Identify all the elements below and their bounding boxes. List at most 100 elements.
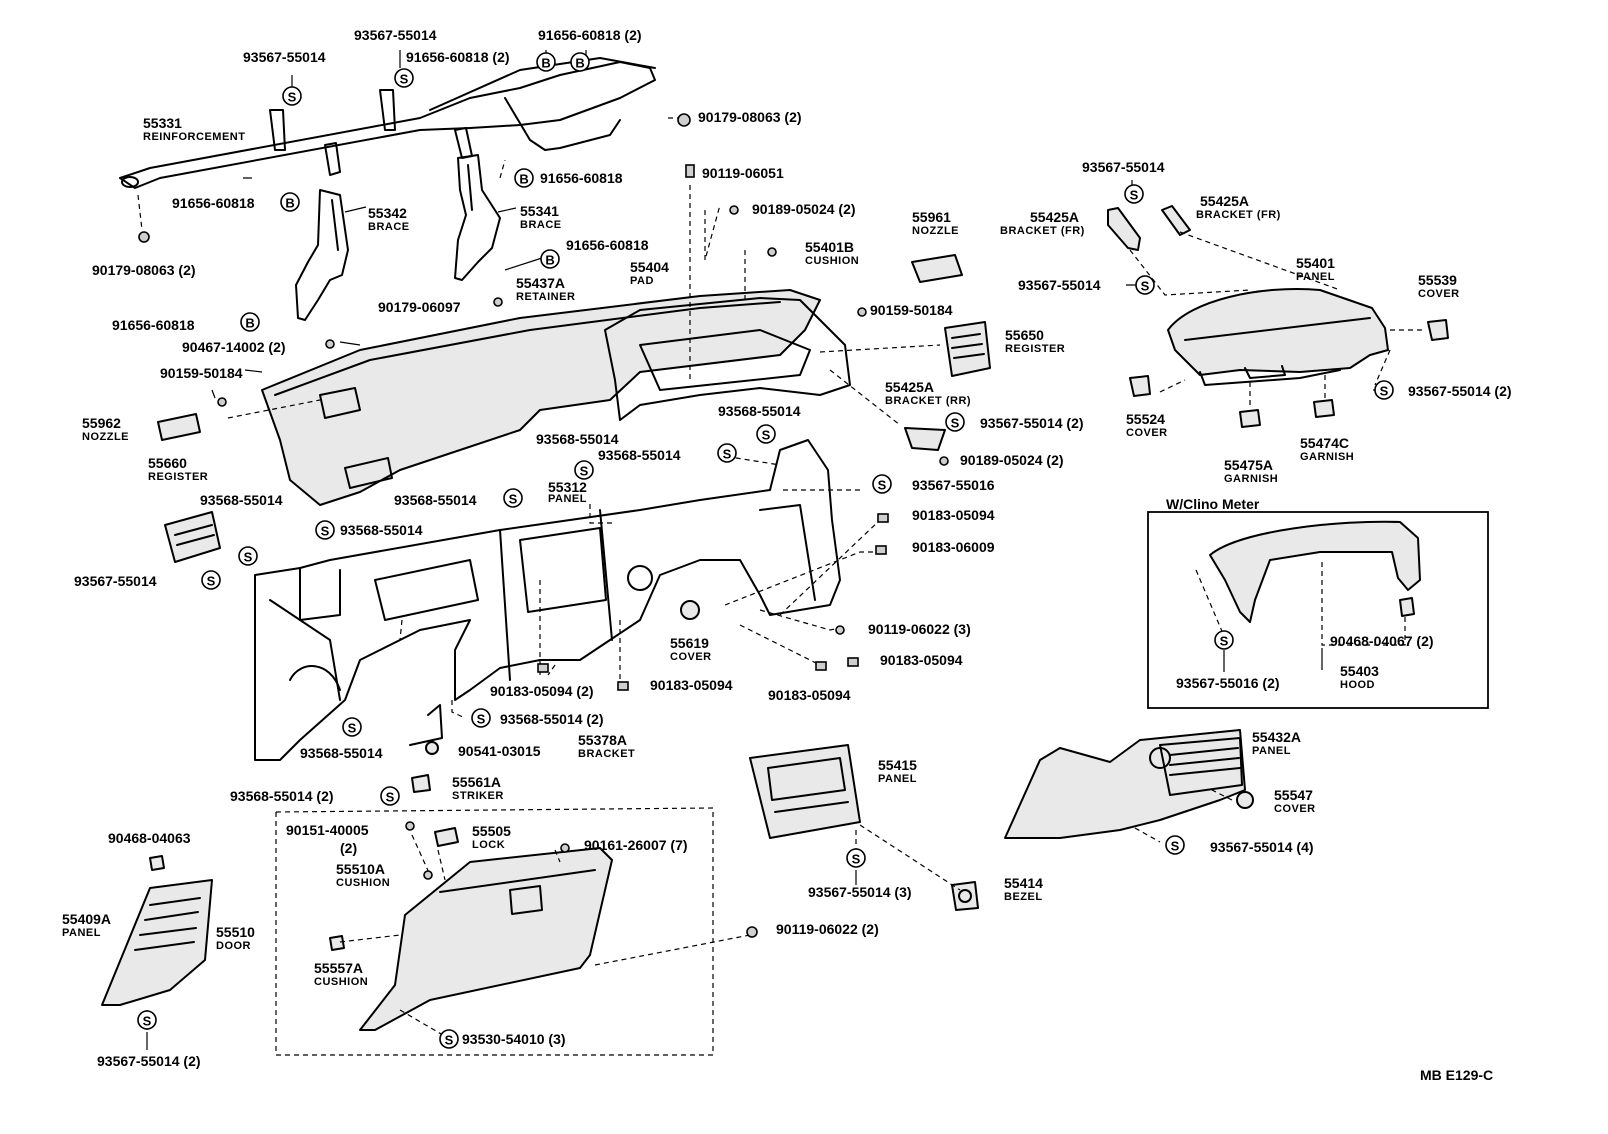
part-name-label: GARNISH: [1300, 451, 1354, 463]
panel-55401-drawing: [1167, 288, 1389, 386]
part-number-label: 90467-14002 (2): [182, 339, 286, 355]
part-number-label: 90119-06022 (3): [868, 621, 971, 637]
part-number-label: 93567-55016: [912, 477, 995, 493]
part-number-label: 55619: [670, 635, 709, 651]
striker-55561a-drawing: [411, 774, 431, 793]
part-number-label: 90159-50184: [870, 302, 953, 318]
bracket-55425a-fr-left-drawing: [1107, 207, 1141, 251]
part-name-label: REGISTER: [1005, 343, 1065, 355]
part-number-label: 55425A: [1030, 209, 1079, 225]
s-symbol: [1214, 630, 1234, 650]
part-number-label: 55401B: [805, 239, 854, 255]
fastener-glyphs: [138, 113, 949, 938]
part-number-label: 93568-55014: [340, 522, 423, 538]
part-name-label: PANEL: [1252, 745, 1291, 757]
bracket-55425a-fr-right-drawing: [1161, 205, 1191, 236]
part-number-label: 93568-55014: [598, 447, 681, 463]
part-number-label: 55561A: [452, 774, 501, 790]
register-55650-drawing: [944, 321, 991, 377]
part-number-label: 55342: [368, 205, 407, 221]
part-number-label: 55557A: [314, 960, 363, 976]
part-number-label: 93567-55014: [74, 573, 157, 589]
door-55510-drawing: [359, 847, 613, 1031]
part-number-label: 90468-04067 (2): [1330, 633, 1434, 649]
part-number-label: 55425A: [1200, 193, 1249, 209]
part-name-label: LOCK: [472, 839, 505, 851]
part-name-label: NOZZLE: [82, 431, 129, 443]
part-number-label: 93567-55014: [1082, 159, 1165, 175]
cover-55619-drawing: [680, 600, 700, 620]
part-name-label: REINFORCEMENT: [143, 131, 245, 143]
meter-opening-frame-drawing: [604, 297, 851, 421]
s-symbol: [439, 1029, 459, 1049]
part-number-label: 93568-55014 (2): [230, 788, 334, 804]
panel-55415-drawing: [749, 744, 861, 839]
part-name-label: CUSHION: [336, 877, 390, 889]
part-name-label: BRACKET: [578, 748, 635, 760]
part-number-label: 90541-03015: [458, 743, 541, 759]
part-name-label: PANEL: [1296, 271, 1335, 283]
part-number-label: 93567-55014 (2): [97, 1053, 201, 1069]
b-symbol: [570, 52, 590, 72]
s-symbol: [342, 717, 362, 737]
part-number-label: 90161-26007 (7): [584, 837, 688, 853]
part-number-label: 90151-40005: [286, 822, 369, 838]
part-number-label: 93567-55014: [1018, 277, 1101, 293]
part-number-label: 55331: [143, 115, 182, 131]
part-name-label: GARNISH: [1224, 473, 1278, 485]
part-number-label: 90179-08063 (2): [92, 262, 196, 278]
part-number-label: 93568-55014: [536, 431, 619, 447]
part-number-label: 55341: [520, 203, 559, 219]
part-number-label: 55962: [82, 415, 121, 431]
s-symbol: [1374, 380, 1394, 400]
pad-55404-drawing: [261, 289, 821, 506]
clip-90468-04063-drawing: [149, 855, 165, 871]
part-number-label: 55403: [1340, 663, 1379, 679]
cushion-55557a-drawing: [329, 935, 345, 951]
part-number-label: 55650: [1005, 327, 1044, 343]
s-symbol: [282, 86, 302, 106]
part-number-label: 55510A: [336, 861, 385, 877]
part-number-label: 91656-60818 (2): [538, 27, 642, 43]
b-symbol: [514, 168, 534, 188]
part-name-label: PANEL: [878, 773, 917, 785]
cover-55547-drawing: [1236, 791, 1254, 809]
s-symbol: [846, 848, 866, 868]
s-symbol: [756, 424, 776, 444]
bracket-55425a-rr-drawing: [904, 427, 946, 451]
part-number-label: 55414: [1004, 875, 1043, 891]
part-name-label: BRACKET (FR): [1000, 225, 1085, 237]
part-number-label: 55475A: [1224, 457, 1273, 473]
part-number-label: 55660: [148, 455, 187, 471]
lock-55505-drawing: [434, 827, 459, 847]
s-symbol: [394, 68, 414, 88]
panel-55409a-drawing: [101, 879, 213, 1006]
part-labels: 93567-55014 93567-55014 91656-60818 (2) …: [62, 27, 1512, 1083]
part-number-label: 90119-06022 (2): [776, 921, 879, 937]
part-number-label: 91656-60818: [540, 170, 623, 186]
part-name-label: BRACKET (RR): [885, 395, 971, 407]
reinforcement-55331-drawing: [119, 57, 656, 189]
part-number-label: 91656-60818: [112, 317, 195, 333]
s-symbol: [1124, 184, 1144, 204]
part-name-label: PANEL: [548, 493, 587, 505]
part-number-label: 55524: [1126, 411, 1165, 427]
bracket-55378a-drawing: [409, 704, 443, 755]
s-symbol: [1135, 275, 1155, 295]
s-symbol: [201, 570, 221, 590]
part-number-label: 93568-55014: [300, 745, 383, 761]
part-number-label: 93568-55014: [200, 492, 283, 508]
part-number-label: 55312: [548, 479, 587, 495]
part-number-label: 93567-55014 (2): [980, 415, 1084, 431]
part-name-label: PAD: [630, 275, 654, 287]
part-name-label: COVER: [1274, 803, 1316, 815]
part-number-label: 93567-55014: [243, 49, 326, 65]
part-number-label: 55425A: [885, 379, 934, 395]
s-symbol: [238, 546, 258, 566]
part-name-label: REGISTER: [148, 471, 208, 483]
s-symbol: [717, 443, 737, 463]
part-number-label: 93567-55014: [354, 27, 437, 43]
part-number-label: 90179-08063 (2): [698, 109, 802, 125]
part-name-label: BRACE: [520, 219, 562, 231]
